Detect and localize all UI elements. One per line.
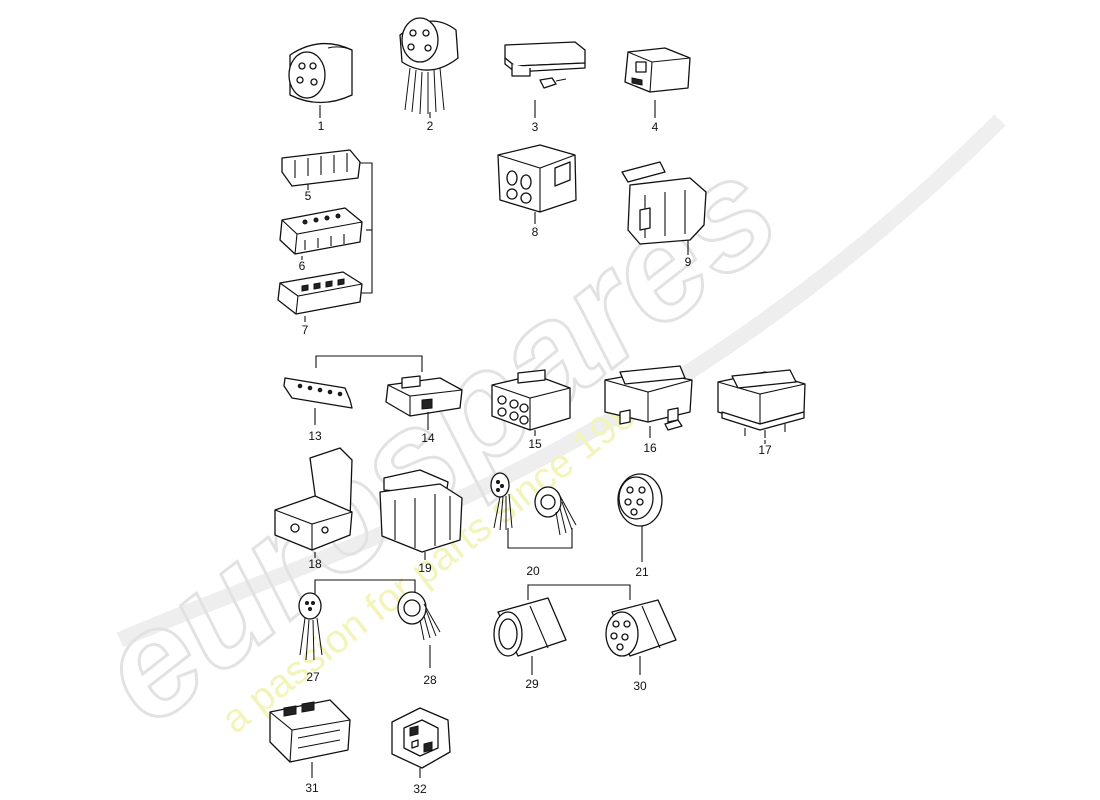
- part-label: 9: [685, 255, 692, 269]
- part-label: 5: [305, 189, 312, 203]
- part-label: 2: [427, 119, 434, 133]
- part-label: 15: [528, 437, 542, 451]
- part-label: 31: [305, 781, 319, 795]
- part-label: 3: [532, 120, 539, 134]
- part-16[interactable]: [604, 365, 693, 438]
- part-3[interactable]: [504, 41, 586, 118]
- part-2[interactable]: [399, 17, 459, 118]
- part-label: 28: [423, 673, 437, 687]
- part-7[interactable]: [277, 271, 363, 322]
- part-28[interactable]: [397, 591, 441, 668]
- part-label: 17: [758, 443, 772, 457]
- part-label: 1: [318, 119, 325, 133]
- part-1[interactable]: [288, 42, 353, 118]
- group-brackets: [314, 162, 631, 600]
- part-17[interactable]: [717, 369, 806, 444]
- part-13[interactable]: [283, 377, 353, 425]
- part-4[interactable]: [624, 47, 691, 118]
- part-14[interactable]: [385, 375, 463, 430]
- part-label: 27: [306, 670, 320, 684]
- part-label: 6: [299, 259, 306, 273]
- part-label: 7: [302, 323, 309, 337]
- part-label: 16: [643, 441, 657, 455]
- part-6[interactable]: [279, 207, 363, 260]
- part-19[interactable]: [379, 469, 463, 560]
- part-label: 21: [635, 565, 649, 579]
- part-30[interactable]: [605, 599, 677, 675]
- part-15[interactable]: [491, 369, 571, 436]
- part-32[interactable]: [391, 707, 451, 778]
- part-label: 18: [308, 557, 322, 571]
- part-18[interactable]: [274, 447, 353, 558]
- part-29[interactable]: [493, 597, 567, 675]
- part-label: 4: [652, 120, 659, 134]
- part-21[interactable]: [617, 473, 663, 562]
- part-label: 30: [633, 679, 647, 693]
- part-label: 19: [418, 561, 432, 575]
- part-label: 13: [308, 429, 322, 443]
- part-5[interactable]: [281, 149, 361, 190]
- part-label: 32: [413, 782, 427, 796]
- part-labels: 1 2 3 4 5 6 7 8 9 13 14 15 16 17 18 19 2…: [299, 119, 772, 796]
- part-label: 20: [526, 564, 540, 578]
- part-8[interactable]: [497, 144, 577, 224]
- part-20[interactable]: [490, 472, 577, 536]
- part-9[interactable]: [621, 161, 707, 255]
- part-27[interactable]: [298, 592, 323, 661]
- part-label: 14: [421, 431, 435, 445]
- part-label: 29: [525, 677, 539, 691]
- part-31[interactable]: [269, 699, 351, 778]
- part-label: 8: [532, 225, 539, 239]
